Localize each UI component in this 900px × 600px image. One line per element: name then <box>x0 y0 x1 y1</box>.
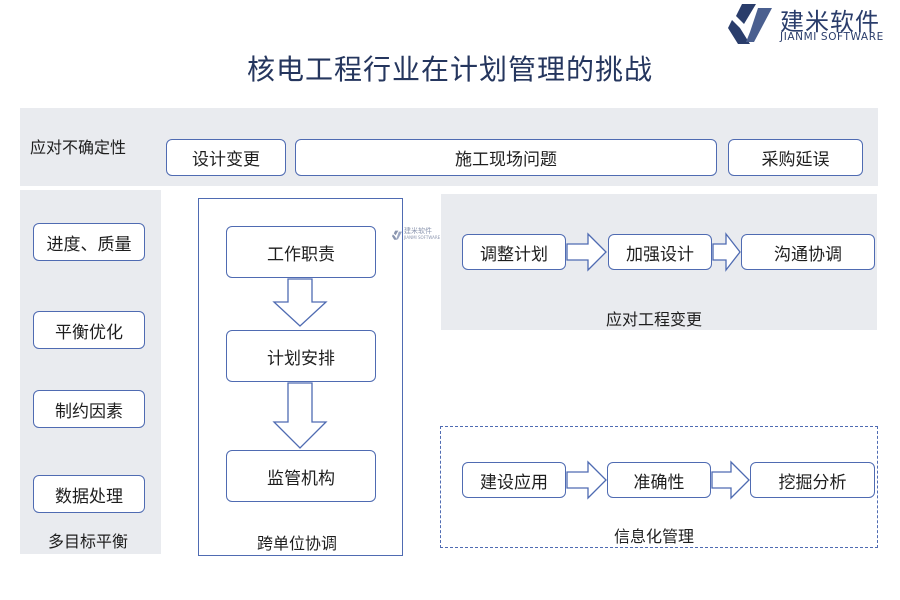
design-change-box: 设计变更 <box>166 139 286 176</box>
site-issues-box: 施工现场问题 <box>295 139 717 176</box>
brand-logo: 建米软件 JIANMI SOFTWARE <box>728 0 900 46</box>
build-apply-box: 建设应用 <box>462 462 566 498</box>
logo-cn-text: 建米软件 <box>780 8 880 36</box>
adjust-plan-box: 调整计划 <box>462 234 566 270</box>
plan-arrangement-box: 计划安排 <box>226 330 376 382</box>
accuracy-box: 准确性 <box>607 462 711 498</box>
down-arrow-icon <box>272 382 328 449</box>
constraints-box: 制约因素 <box>33 390 145 428</box>
balance-optimization-box: 平衡优化 <box>33 311 145 349</box>
down-arrow-icon <box>272 278 328 327</box>
procurement-delay-box: 采购延误 <box>728 139 863 176</box>
data-processing-box: 数据处理 <box>33 475 145 513</box>
watermark-en: JIANMI SOFTWARE <box>404 235 441 240</box>
watermark-cn: 建米软件 <box>404 227 432 235</box>
page-title: 核电工程行业在计划管理的挑战 <box>246 53 653 86</box>
right-arrow-icon <box>566 232 607 272</box>
logo-mark-icon <box>728 4 772 44</box>
right-arrow-icon <box>566 460 607 500</box>
watermark: 建米软件 JIANMI SOFTWARE <box>392 226 442 244</box>
mining-analysis-box: 挖掘分析 <box>750 462 875 498</box>
schedule-quality-box: 进度、质量 <box>33 223 145 261</box>
cross-unit-label: 跨单位协调 <box>257 534 338 553</box>
uncertainty-label: 应对不确定性 <box>30 138 127 157</box>
work-duties-box: 工作职责 <box>226 226 376 278</box>
informatization-label: 信息化管理 <box>614 527 695 546</box>
logo-en-text: JIANMI SOFTWARE <box>780 31 884 43</box>
multi-objective-label: 多目标平衡 <box>48 532 129 551</box>
right-arrow-icon <box>711 460 750 500</box>
strengthen-design-box: 加强设计 <box>608 234 712 270</box>
communicate-coordinate-box: 沟通协调 <box>741 234 875 270</box>
change-response-label: 应对工程变更 <box>606 310 703 329</box>
regulators-box: 监管机构 <box>226 450 376 502</box>
right-arrow-icon <box>712 232 741 272</box>
watermark-logo-icon <box>392 230 402 240</box>
